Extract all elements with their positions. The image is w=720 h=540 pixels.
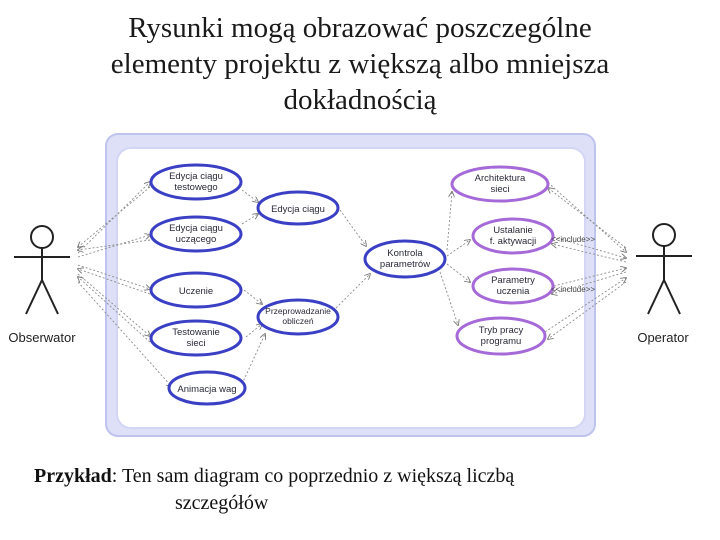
- uc-label: uczącego: [176, 234, 217, 245]
- use-case-parametry-uczenia[interactable]: Parametry uczenia: [471, 267, 555, 305]
- uc-label: Edycja ciągu: [169, 223, 223, 234]
- use-case-przeprowadzanie-obliczen[interactable]: Przeprowadzanie obliczeń: [256, 298, 340, 336]
- use-case-uczenie[interactable]: Uczenie: [149, 271, 243, 309]
- use-case-edycja-ciagu-testowego[interactable]: Edycja ciągu testowego: [149, 163, 243, 201]
- uc-label: sieci: [186, 338, 205, 349]
- uc-label: Kontrola: [387, 248, 423, 259]
- title-line-3: dokładnością: [283, 84, 437, 116]
- caption-line-2: szczegółów: [175, 492, 269, 514]
- uc-label: testowego: [174, 182, 217, 193]
- uc-label: Przeprowadzanie: [265, 306, 331, 316]
- actor-head-icon: [652, 223, 676, 247]
- caption-bold: Przykład: [34, 465, 112, 487]
- uc-label: Edycja ciągu: [271, 204, 325, 215]
- actor-operator[interactable]: [636, 223, 692, 315]
- actor-obserwator[interactable]: [14, 225, 70, 315]
- use-case-ustalanie-f-aktywacji[interactable]: Ustalanie f. aktywacji: [471, 217, 555, 255]
- title-line-1: Rysunki mogą obrazować poszczególne: [128, 12, 592, 44]
- caption: Przykład: Ten sam diagram co poprzednio …: [34, 463, 694, 517]
- actor-label-right: Operator: [637, 330, 689, 345]
- relations: [78, 179, 626, 387]
- uc-label: Edycja ciągu: [169, 171, 223, 182]
- use-case-tryb-pracy-programu[interactable]: Tryb pracy programu: [455, 316, 547, 356]
- uc-label: programu: [481, 336, 522, 347]
- uc-label: Parametry: [491, 275, 535, 286]
- slide-title: Rysunki mogą obrazować poszczególne elem…: [0, 10, 720, 118]
- use-case-diagram: Edycja ciągu testowego Edycja ciągu uczą…: [8, 133, 692, 437]
- uc-label: Ustalanie: [493, 225, 533, 236]
- use-case-kontrola-parametrow[interactable]: Kontrola parametrów: [363, 239, 447, 279]
- uc-label: Tryb pracy: [479, 325, 524, 336]
- uc-label: obliczeń: [282, 316, 313, 326]
- uc-label: parametrów: [380, 259, 430, 270]
- caption-text: : Ten sam diagram co poprzednio z większ…: [111, 465, 515, 487]
- use-case-edycja-ciagu-uczacego[interactable]: Edycja ciągu uczącego: [149, 215, 243, 253]
- uc-label: uczenia: [497, 286, 530, 297]
- title-line-2: elementy projektu z większą albo mniejsz…: [110, 48, 610, 80]
- uc-label: Testowanie: [172, 327, 220, 338]
- relation-label-upper: <<include>>: [551, 235, 595, 244]
- relation-label-lower: <<include>>: [551, 285, 595, 294]
- use-case-testowanie-sieci[interactable]: Testowanie sieci: [149, 319, 243, 357]
- uc-label: f. aktywacji: [490, 236, 536, 247]
- uc-label: Uczenie: [179, 286, 213, 297]
- caption-line-1: Przykład: Ten sam diagram co poprzednio …: [34, 463, 694, 490]
- uc-label: sieci: [490, 184, 509, 195]
- actor-head-icon: [30, 225, 54, 249]
- use-case-architektura-sieci[interactable]: Architektura sieci: [450, 165, 550, 203]
- use-case-animacja-wag[interactable]: Animacja wag: [167, 370, 247, 406]
- uc-label: Architektura: [475, 173, 526, 184]
- uc-label: Animacja wag: [177, 384, 236, 395]
- use-case-edycja-ciagu[interactable]: Edycja ciągu: [256, 190, 340, 226]
- system-boundary-inner: [116, 147, 586, 429]
- actor-label-left: Obserwator: [8, 330, 76, 345]
